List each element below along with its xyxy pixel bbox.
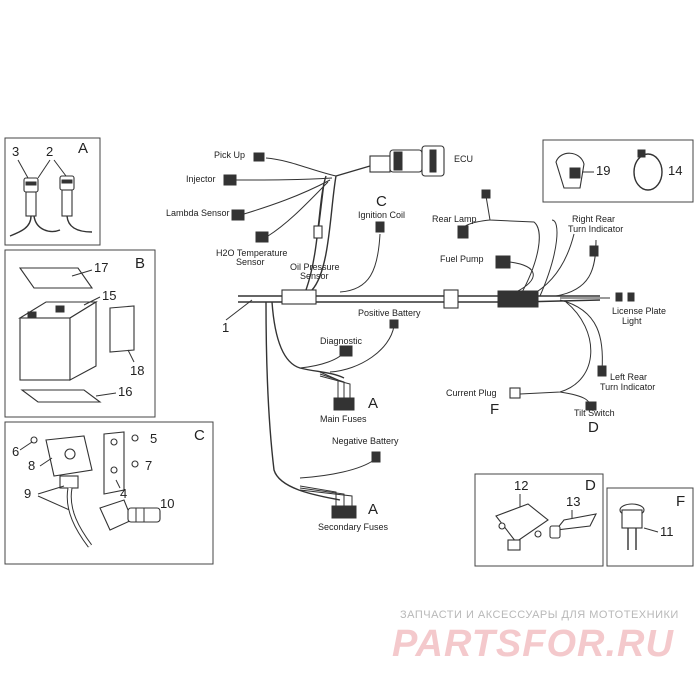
label-license-plate-light: License Plate [612, 306, 666, 316]
label-ecu: ECU [454, 154, 473, 164]
battery [18, 301, 98, 381]
label-ignition-coil: Ignition Coil [358, 210, 405, 220]
watermark: ЗАПЧАСТИ И АКСЕССУАРЫ ДЛЯ МОТОТЕХНИКИ PA… [392, 609, 679, 665]
watermark-brand: PARTSFOR.RU [392, 623, 674, 665]
bulb-socket-right [59, 175, 93, 233]
part-number-8: 8 [28, 458, 35, 473]
part-number-13: 13 [566, 494, 580, 509]
main-labels: Pick Up Injector Lambda Sensor H2O Tempe… [166, 150, 666, 532]
label-oil-pressure-sensor: Oil Pressure [290, 262, 340, 272]
letter-d-tilt-switch: D [588, 419, 599, 436]
battery-pad-bottom [20, 389, 102, 403]
bulb-socket-left [9, 177, 61, 237]
part-number-9: 9 [24, 486, 31, 501]
part-number-10: 10 [160, 496, 174, 511]
part-number-6: 6 [12, 444, 19, 459]
part-number-3: 3 [12, 144, 19, 159]
part-number-4: 4 [120, 486, 127, 501]
part-number-15: 15 [102, 288, 116, 303]
label-left-rear-turn-indicator-2: Turn Indicator [600, 382, 655, 392]
part-number-7: 7 [145, 458, 152, 473]
label-lambda-sensor: Lambda Sensor [166, 208, 230, 218]
letter-a-main-fuses: A [368, 395, 378, 412]
clip-part-19 [555, 152, 585, 189]
label-diagnostic: Diagnostic [320, 336, 363, 346]
label-negative-battery: Negative Battery [332, 436, 399, 446]
part-number-18: 18 [130, 363, 144, 378]
box-a-letter: A [78, 140, 88, 157]
label-h2o-temperature-sensor-2: Sensor [236, 257, 265, 267]
label-rear-lamp: Rear Lamp [432, 214, 477, 224]
label-right-rear-turn-indicator: Right Rear [572, 214, 615, 224]
part-number-2: 2 [46, 144, 53, 159]
cable-tie-part-14 [633, 149, 663, 191]
label-oil-pressure-sensor-2: Sensor [300, 271, 329, 281]
inset-box-f: F 11 [606, 487, 694, 567]
label-right-rear-turn-indicator-2: Turn Indicator [568, 224, 623, 234]
label-positive-battery: Positive Battery [358, 308, 421, 318]
battery-side-pad [109, 305, 135, 353]
box-f-letter: F [676, 493, 685, 510]
spark-plug-cap [99, 499, 161, 531]
label-left-rear-turn-indicator: Left Rear [610, 372, 647, 382]
letter-f-current-plug: F [490, 401, 499, 418]
inset-box-clips: 19 14 [542, 139, 694, 203]
label-secondary-fuses: Secondary Fuses [318, 522, 389, 532]
letter-c-ignition: C [376, 193, 387, 210]
label-tilt-switch: Tilt Switch [574, 408, 615, 418]
ecu-connector [369, 145, 445, 177]
box-b-letter: B [135, 255, 145, 272]
tilt-switch-part [495, 503, 549, 551]
part-number-17: 17 [94, 260, 108, 275]
inset-box-d: D 12 13 [474, 473, 604, 567]
watermark-tagline: ЗАПЧАСТИ И АКСЕССУАРЫ ДЛЯ МОТОТЕХНИКИ [400, 609, 679, 621]
box-d-letter: D [585, 477, 596, 494]
inset-box-c: C 6 8 5 7 4 9 10 [4, 421, 214, 565]
label-h2o-temperature-sensor: H2O Temperature [216, 248, 287, 258]
label-current-plug: Current Plug [446, 388, 497, 398]
label-main-fuses: Main Fuses [320, 414, 367, 424]
battery-pad-top [18, 267, 94, 289]
ignition-coil-part [45, 435, 93, 489]
part-number-11: 11 [660, 524, 674, 539]
part-number-14: 14 [668, 163, 682, 178]
box-c-letter: C [194, 427, 205, 444]
part-number-12: 12 [514, 478, 528, 493]
label-fuel-pump: Fuel Pump [440, 254, 484, 264]
current-plug-part [619, 503, 645, 550]
inset-box-a: A 3 2 [4, 137, 101, 246]
label-injector: Injector [186, 174, 216, 184]
screw-part-13 [549, 513, 597, 539]
label-pick-up: Pick Up [214, 150, 245, 160]
inset-box-b: B 17 15 18 16 [4, 249, 156, 418]
part-number-19: 19 [596, 163, 610, 178]
main-harness [223, 145, 635, 519]
label-license-plate-light-2: Light [622, 316, 642, 326]
part-number-1: 1 [222, 320, 229, 335]
coil-bracket [103, 431, 125, 495]
letter-a-secondary-fuses: A [368, 501, 378, 518]
part-number-5: 5 [150, 431, 157, 446]
part-number-16: 16 [118, 384, 132, 399]
